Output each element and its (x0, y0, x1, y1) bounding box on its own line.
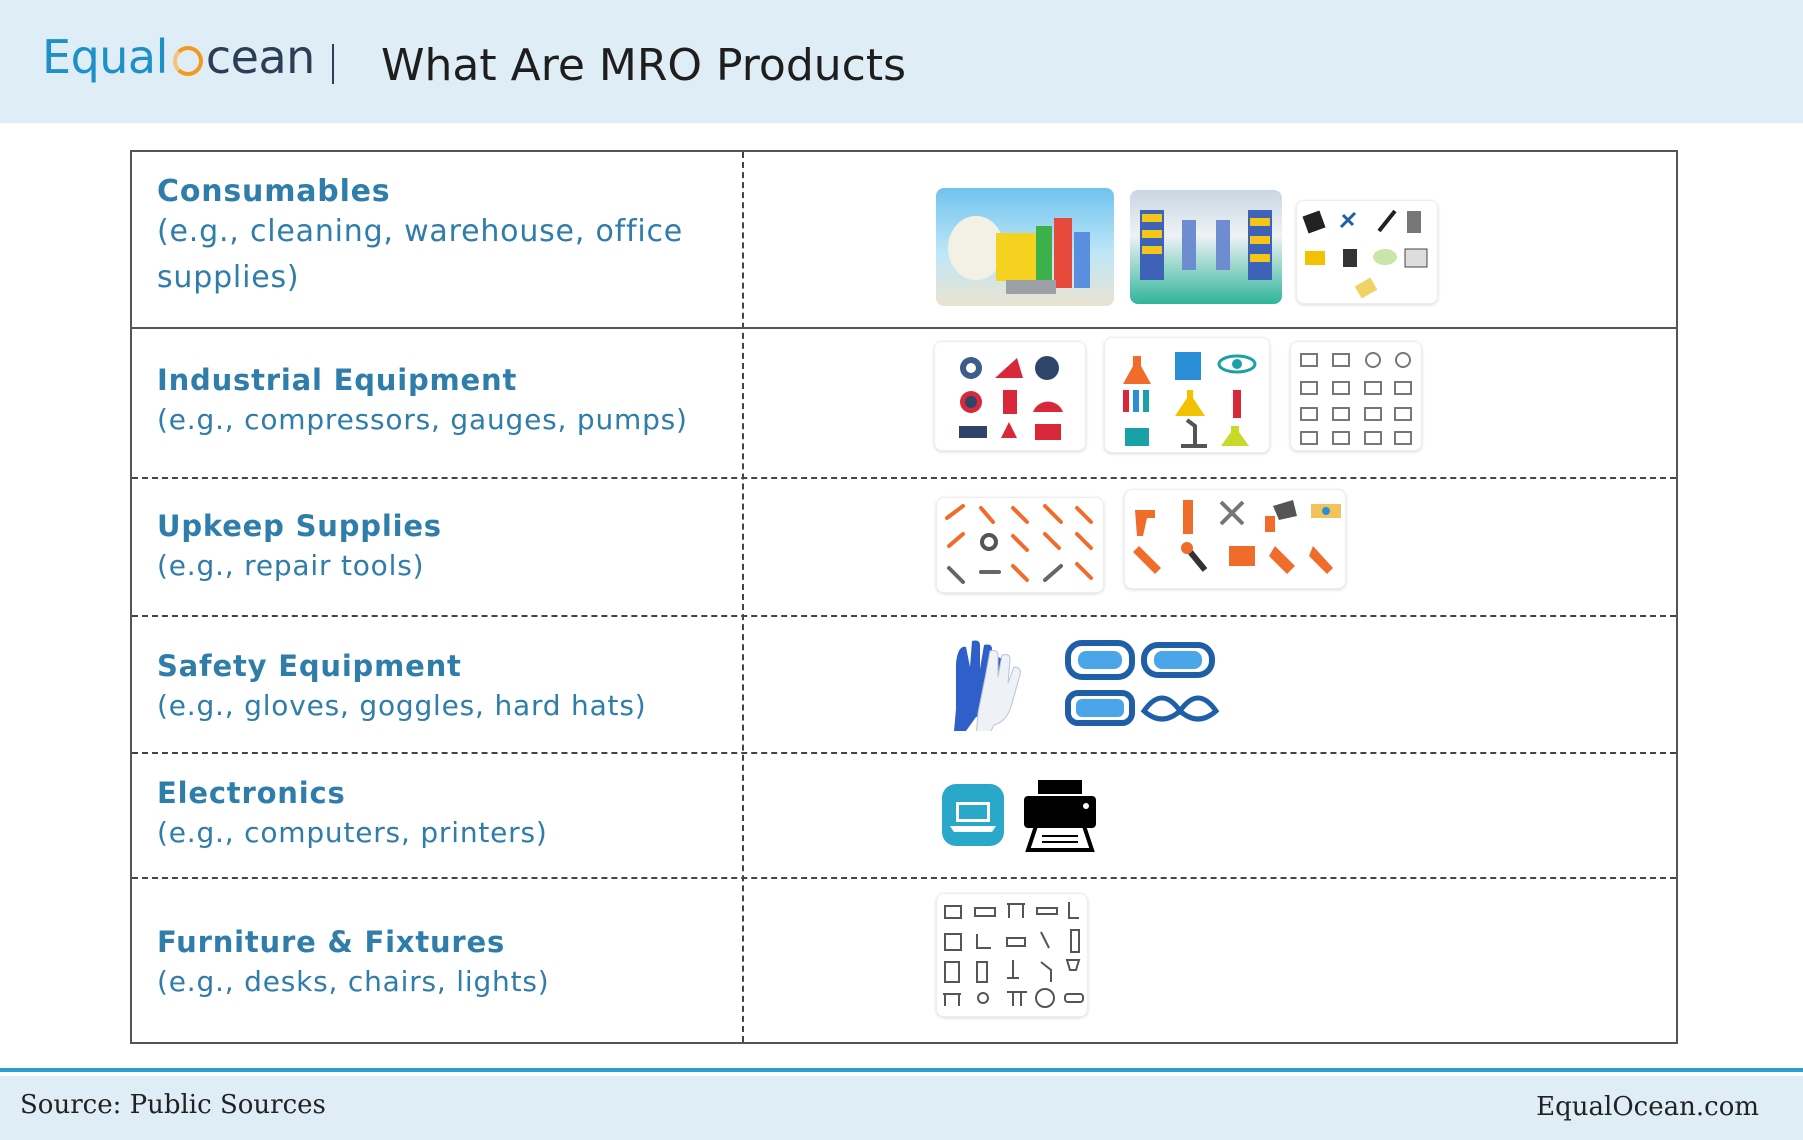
site-link[interactable]: EqualOcean.com (1536, 1092, 1759, 1122)
source-note: Source: Public Sources (20, 1090, 326, 1120)
table-row: Furniture & Fixtures (e.g., desks, chair… (132, 877, 1676, 1046)
category-cell: Safety Equipment (e.g., gloves, goggles,… (157, 649, 646, 729)
printer-icon (1022, 776, 1098, 856)
equalocean-logo: Equal cean (42, 30, 315, 90)
cleaning-supplies-image (936, 188, 1114, 306)
category-description: (e.g., computers, printers) (157, 816, 548, 849)
category-cell: Electronics (e.g., computers, printers) (157, 776, 548, 856)
warehouse-image (1130, 190, 1282, 304)
category-description: (e.g., compressors, gauges, pumps) (157, 403, 688, 436)
header-divider (332, 44, 334, 84)
table-row: Electronics (e.g., computers, printers) (132, 752, 1676, 879)
footer-rule (0, 1068, 1803, 1072)
footer-bar: Source: Public Sources EqualOcean.com (0, 1076, 1803, 1140)
equipment-line-icons-image (1290, 341, 1422, 451)
gloves-image (946, 633, 1042, 731)
laptop-icon (934, 778, 1014, 856)
mro-table: Consumables (e.g., cleaning, warehouse, … (130, 150, 1678, 1044)
office-supplies-image (1296, 200, 1438, 304)
category-description: (e.g., gloves, goggles, hard hats) (157, 689, 647, 722)
category-title: Electronics (157, 776, 346, 810)
category-cell: Upkeep Supplies (e.g., repair tools) (157, 509, 442, 589)
laboratory-equipment-image (1104, 337, 1270, 453)
category-title: Safety Equipment (157, 649, 462, 683)
column-divider (742, 152, 744, 1042)
category-description: (e.g., desks, chairs, lights) (157, 965, 550, 998)
furniture-icons-image (936, 893, 1088, 1017)
industrial-machinery-image (934, 341, 1086, 451)
logo-text-prefix: Equal (42, 30, 168, 84)
table-row: Upkeep Supplies (e.g., repair tools) (132, 477, 1676, 617)
category-title: Industrial Equipment (157, 363, 518, 397)
category-cell: Consumables (e.g., cleaning, warehouse, … (157, 174, 727, 301)
page-title: What Are MRO Products (381, 40, 907, 91)
category-description: (e.g., cleaning, warehouse, office suppl… (157, 214, 684, 295)
table-row: Consumables (e.g., cleaning, warehouse, … (132, 152, 1676, 327)
category-title: Upkeep Supplies (157, 509, 442, 543)
table-row: Safety Equipment (e.g., gloves, goggles,… (132, 615, 1676, 754)
logo-text-suffix: cean (205, 30, 315, 84)
table-row: Industrial Equipment (e.g., compressors,… (132, 327, 1676, 479)
goggles-image (1058, 633, 1220, 733)
category-title: Furniture & Fixtures (157, 925, 506, 959)
hand-tools-image (936, 497, 1104, 593)
category-cell: Industrial Equipment (e.g., compressors,… (157, 363, 688, 443)
category-title: Consumables (157, 174, 391, 209)
power-tools-image (1124, 489, 1346, 589)
category-description: (e.g., repair tools) (157, 549, 425, 582)
category-cell: Furniture & Fixtures (e.g., desks, chair… (157, 925, 549, 1005)
header-bar: Equal cean What Are MRO Products (0, 0, 1803, 123)
logo-o-icon (172, 46, 203, 76)
